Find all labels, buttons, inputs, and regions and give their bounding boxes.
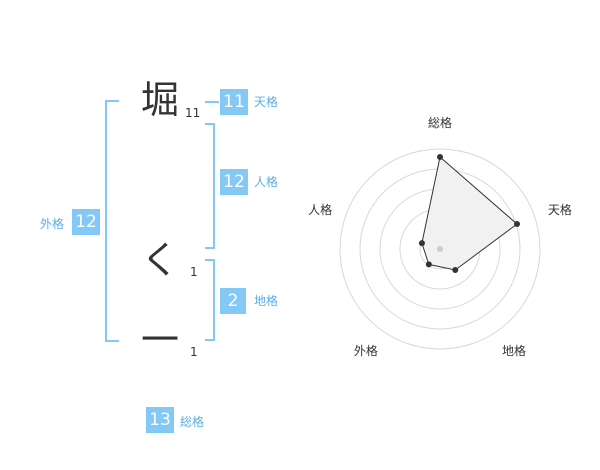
gai-value: 12 [72, 209, 100, 235]
jin-value: 12 [220, 169, 248, 195]
char-1: 堀 [140, 78, 179, 122]
radar-polygon [421, 156, 518, 271]
radar-axis-label-3: 外格 [354, 343, 378, 358]
chi-label: 地格 [254, 294, 279, 308]
radar-point-2 [452, 267, 459, 274]
ten-label: 天格 [254, 95, 279, 109]
radar-point-3 [425, 261, 432, 268]
radar-ring-5 [339, 148, 541, 350]
jin-label: 人格 [254, 175, 279, 189]
sou-value: 13 [146, 407, 174, 433]
char-2-strokes: 1 [190, 265, 198, 279]
ten-bracket [205, 101, 219, 103]
radar-point-4 [418, 240, 425, 247]
radar-axis-label-4: 人格 [308, 202, 332, 217]
gai-label: 外格 [40, 217, 65, 231]
chi-value: 2 [220, 288, 246, 314]
radar-axis-label-1: 天格 [548, 202, 572, 217]
char-3: 一 [140, 318, 179, 362]
radar-center [437, 246, 443, 252]
radar-point-1 [514, 220, 521, 227]
radar-axis-label-0: 総格 [428, 115, 452, 130]
radar-axis-label-2: 地格 [502, 343, 526, 358]
char-3-strokes: 1 [190, 345, 198, 359]
radar-point-0 [437, 154, 443, 160]
sou-label: 総格 [180, 415, 205, 429]
char-2: く [140, 238, 179, 282]
ten-value: 11 [220, 89, 248, 115]
char-1-strokes: 11 [185, 106, 201, 120]
